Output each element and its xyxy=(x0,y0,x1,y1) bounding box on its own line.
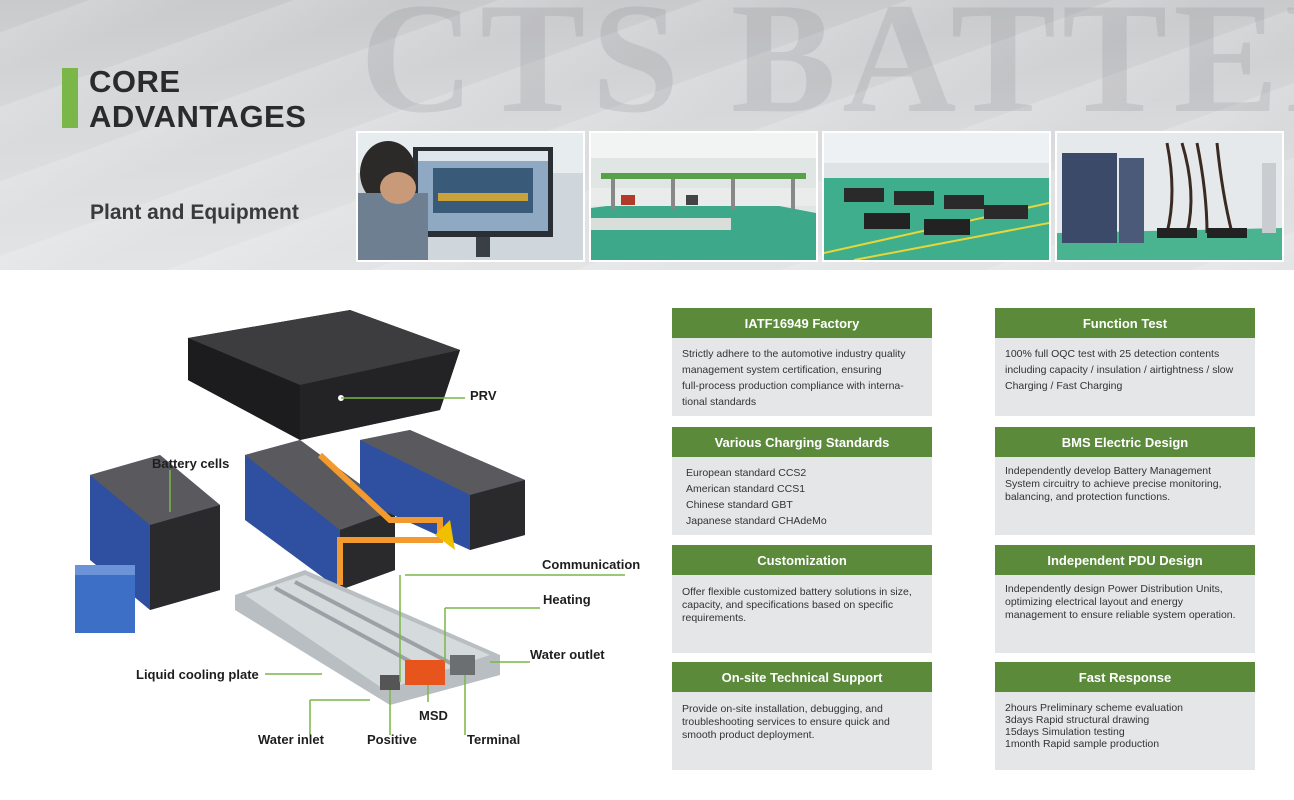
callout-terminal: Terminal xyxy=(467,732,521,747)
battery-pack-exploded-diagram: PRV Battery cells Communication Heating … xyxy=(60,290,640,770)
card-onsite-support: On-site Technical Support Provide on-sit… xyxy=(672,662,932,770)
callout-water-inlet: Water inlet xyxy=(258,732,324,747)
card-bms-design: BMS Electric Design Independently develo… xyxy=(995,427,1255,535)
page-title-line-1: CORE xyxy=(89,64,181,99)
card-text-line: System circuitry to achieve precise moni… xyxy=(1005,478,1222,490)
card-text-line: Charging / Fast Charging xyxy=(1005,380,1123,392)
card-text-line: Offer flexible customized battery soluti… xyxy=(682,586,912,598)
card-body: 2hours Preliminary scheme evaluation 3da… xyxy=(995,692,1255,770)
card-title: On-site Technical Support xyxy=(672,662,932,692)
photo-battery-pack-workshop xyxy=(822,131,1051,262)
card-text-line: capacity, and specifications based on sp… xyxy=(682,599,894,611)
card-text-line: Chinese standard GBT xyxy=(686,499,793,511)
callout-communication: Communication xyxy=(542,557,641,572)
callout-positive: Positive xyxy=(367,732,417,747)
page-title-line-2: ADVANTAGES xyxy=(89,99,307,134)
callout-lines xyxy=(169,397,625,735)
callout-prv: PRV xyxy=(470,388,497,403)
photo-engineer-at-monitor xyxy=(356,131,585,262)
card-title: Function Test xyxy=(995,308,1255,338)
top-cover-icon xyxy=(188,310,460,440)
card-text-line: full-process production compliance with … xyxy=(682,380,904,392)
card-text-line: 2hours Preliminary scheme evaluation xyxy=(1005,702,1184,714)
card-customization: Customization Offer flexible customized … xyxy=(672,545,932,653)
card-title: IATF16949 Factory xyxy=(672,308,932,338)
card-title: Independent PDU Design xyxy=(995,545,1255,575)
card-title: Various Charging Standards xyxy=(672,427,932,457)
plant-photo-strip xyxy=(356,131,1284,262)
card-body: European standard CCS2 American standard… xyxy=(672,457,932,535)
card-function-test: Function Test 100% full OQC test with 25… xyxy=(995,308,1255,416)
card-text-line: Strictly adhere to the automotive indust… xyxy=(682,348,906,360)
card-body: 100% full OQC test with 25 detection con… xyxy=(995,338,1255,416)
card-text-line: troubleshooting services to ensure quick… xyxy=(682,716,890,728)
header-banner: CTS BATTERY CORE ADVANTAGES Plant and Eq… xyxy=(0,0,1294,270)
card-body: Offer flexible customized battery soluti… xyxy=(672,575,932,653)
card-text-line: European standard CCS2 xyxy=(686,467,807,479)
callout-battery-cells: Battery cells xyxy=(152,456,230,471)
card-text-line: 100% full OQC test with 25 detection con… xyxy=(1005,348,1220,360)
card-title: BMS Electric Design xyxy=(995,427,1255,457)
callout-msd: MSD xyxy=(419,708,448,723)
card-text-line: balancing, and protection functions. xyxy=(1005,491,1171,503)
card-iatf-factory: IATF16949 Factory Strictly adhere to the… xyxy=(672,308,932,416)
card-text-line: Independently design Power Distribution … xyxy=(1005,583,1223,595)
photo-test-equipment-room xyxy=(1055,131,1284,262)
card-charging-standards: Various Charging Standards European stan… xyxy=(672,427,932,535)
card-title: Customization xyxy=(672,545,932,575)
page-title: CORE ADVANTAGES xyxy=(89,64,306,134)
battery-cells-right-icon xyxy=(360,430,525,550)
callout-heating: Heating xyxy=(543,592,591,607)
brand-watermark: CTS BATTERY xyxy=(360,0,1294,146)
card-body: Independently develop Battery Management… xyxy=(995,457,1255,535)
title-accent-bar xyxy=(62,68,78,128)
card-text-line: Independently develop Battery Management xyxy=(1005,465,1212,477)
battery-cells-left-icon xyxy=(75,455,220,633)
card-pdu-design: Independent PDU Design Independently des… xyxy=(995,545,1255,653)
card-text-line: management to ensure reliable system ope… xyxy=(1005,609,1236,621)
card-body: Strictly adhere to the automotive indust… xyxy=(672,338,932,416)
cooling-tray-icon xyxy=(235,570,500,705)
callout-liquid-cooling-plate: Liquid cooling plate xyxy=(136,667,259,682)
card-text-line: 15days Simulation testing xyxy=(1005,726,1125,738)
card-title: Fast Response xyxy=(995,662,1255,692)
card-body: Independently design Power Distribution … xyxy=(995,575,1255,653)
card-text-line: 3days Rapid structural drawing xyxy=(1005,714,1150,726)
card-text-line: smooth product deployment. xyxy=(682,729,815,741)
card-text-line: Japanese standard CHAdeMo xyxy=(686,515,827,527)
photo-assembly-line xyxy=(589,131,818,262)
card-text-line: optimizing electrical layout and energy xyxy=(1005,596,1184,608)
card-text-line: American standard CCS1 xyxy=(686,483,806,495)
card-text-line: tional standards xyxy=(682,396,757,408)
section-subtitle: Plant and Equipment xyxy=(90,201,299,224)
battery-cells-middle-icon xyxy=(245,440,395,590)
card-body: Provide on-site installation, debugging,… xyxy=(672,692,932,770)
callout-water-outlet: Water outlet xyxy=(530,647,605,662)
card-text-line: requirements. xyxy=(682,612,747,624)
card-fast-response: Fast Response 2hours Preliminary scheme … xyxy=(995,662,1255,770)
card-text-line: including capacity / insulation / airtig… xyxy=(1005,364,1234,376)
card-text-line: Provide on-site installation, debugging,… xyxy=(682,703,883,715)
card-text-line: management system certification, ensurin… xyxy=(682,364,882,376)
battery-pack-illustration xyxy=(75,310,625,735)
card-text-line: 1month Rapid sample production xyxy=(1005,738,1160,750)
